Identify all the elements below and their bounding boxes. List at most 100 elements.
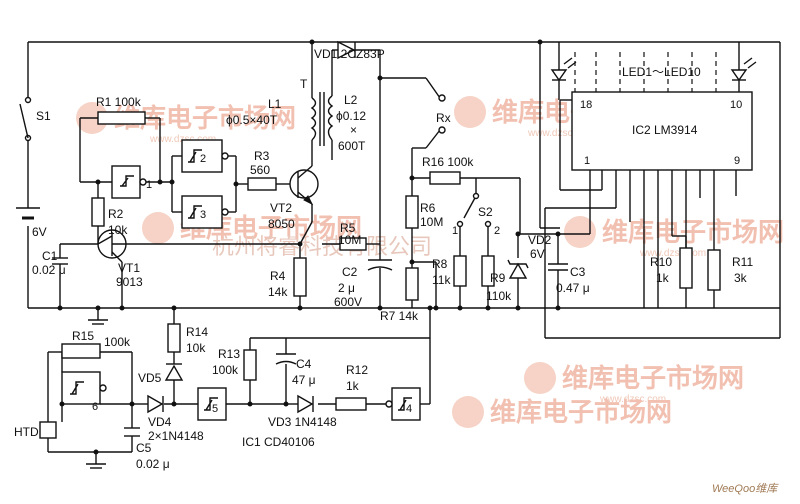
diode-vd3 xyxy=(297,394,314,414)
label-gate-3: 3 xyxy=(200,209,206,221)
label-c2: C2 xyxy=(342,265,358,279)
resistor-r2 xyxy=(91,197,105,227)
label-vd2: VD2 xyxy=(528,233,552,247)
label-vd4: VD4 xyxy=(148,415,172,429)
ic2-lm3914 xyxy=(571,91,753,171)
label-gate-5: 5 xyxy=(212,403,218,415)
label-r11: R11 xyxy=(732,255,753,269)
label-l2-value-3: 600T xyxy=(338,139,366,153)
diode-vd5 xyxy=(164,364,184,381)
label-r3-value: 560 xyxy=(250,163,270,177)
transformer-l1 xyxy=(310,97,317,141)
transformer-l2 xyxy=(327,95,334,141)
label-s2: S2 xyxy=(478,205,493,219)
label-vd1: VD1 2CZ83P xyxy=(314,47,385,61)
transistor-vt2 xyxy=(289,169,319,199)
label-r6: R6 xyxy=(420,201,436,215)
label-l2: L2 xyxy=(344,93,358,107)
label-r15-value: 100k xyxy=(104,335,131,349)
label-led: LED1～LED10 xyxy=(622,65,701,79)
label-r11-value: 3k xyxy=(734,271,748,285)
schmitt-gate-2 xyxy=(181,139,223,173)
label-c2-value-1: 2 μ xyxy=(338,281,355,295)
resistor-r10 xyxy=(679,247,693,289)
label-l2-value-2: × xyxy=(350,123,357,137)
label-gate-1: 1 xyxy=(146,179,152,191)
label-r2: R2 xyxy=(108,207,124,221)
resistor-r3 xyxy=(247,177,277,191)
label-r9: R9 xyxy=(490,271,506,285)
label-l1-value: ϕ0.5×40T xyxy=(226,113,278,127)
label-c2-value-2: 600V xyxy=(334,295,362,309)
label-pin-18: 18 xyxy=(580,99,592,111)
resistor-r7 xyxy=(405,267,419,301)
rx-terminal[interactable] xyxy=(438,94,446,102)
resistor-r15 xyxy=(61,343,101,359)
s1-switch-icon xyxy=(19,103,29,139)
watermark-layer: 维库电子市场网 www.dzsc.com 维库电子市场网 www.dzsc.co… xyxy=(76,96,784,495)
label-r16: R16 100k xyxy=(422,155,474,169)
labels: S1 6V R1 100k R2 10k C1 0.02 μ VT1 9013 … xyxy=(14,47,753,471)
watermark-logo-icon xyxy=(564,216,596,248)
label-c3: C3 xyxy=(570,265,586,279)
label-c4: C4 xyxy=(296,357,312,371)
label-t: T xyxy=(300,77,308,91)
label-r8: R8 xyxy=(432,257,448,271)
label-htd: HTD xyxy=(14,425,39,439)
label-s2-pos-2: 2 xyxy=(494,225,500,237)
label-r13-value: 100k xyxy=(212,363,239,377)
watermark-brand-4: 维库电子市场网 xyxy=(602,217,784,248)
resistor-r11 xyxy=(707,249,721,291)
label-r10-value: 1k xyxy=(656,271,670,285)
label-r14: R14 xyxy=(186,325,208,339)
label-vt2-value: 8050 xyxy=(268,217,295,231)
label-r5-value: 10M xyxy=(338,233,361,247)
led-icon xyxy=(730,69,748,82)
label-r15: R15 xyxy=(72,329,94,343)
label-r4: R4 xyxy=(270,269,286,283)
label-pin-9: 9 xyxy=(734,155,740,167)
label-c5: C5 xyxy=(136,441,152,455)
watermark-url-5: www.dzsc.com xyxy=(599,394,666,405)
label-c1-value: 0.02 μ xyxy=(32,263,66,277)
diode-vd1 xyxy=(337,40,356,60)
label-r6-value: 10M xyxy=(420,215,443,229)
label-c4-value: 47 μ xyxy=(292,373,316,387)
led-icon xyxy=(550,69,568,82)
s2-position-2[interactable] xyxy=(484,220,492,228)
label-r3: R3 xyxy=(254,149,270,163)
resistor-r8 xyxy=(453,255,467,287)
label-r13: R13 xyxy=(218,347,240,361)
resistor-r12 xyxy=(335,397,367,411)
schmitt-gate-4 xyxy=(391,387,421,421)
diode-vd4 xyxy=(147,394,164,414)
label-r1: R1 100k xyxy=(96,95,142,109)
label-c5-value: 0.02 μ xyxy=(136,457,170,471)
label-r4-value: 14k xyxy=(268,285,288,299)
s2-position-1[interactable] xyxy=(456,220,464,228)
label-r12: R12 xyxy=(346,363,368,377)
rx-terminal[interactable] xyxy=(438,126,446,134)
label-r14-value: 10k xyxy=(186,341,206,355)
s1-contact xyxy=(24,96,32,104)
label-r2-value: 10k xyxy=(108,223,128,237)
label-l2-value-1: ϕ0.12 xyxy=(336,109,366,123)
zener-vd2 xyxy=(508,262,528,279)
label-c1: C1 xyxy=(42,249,58,263)
label-pin-1: 1 xyxy=(584,155,590,167)
schmitt-gate-3 xyxy=(181,195,223,229)
label-r7: R7 14k xyxy=(380,309,419,323)
schmitt-gate-6 xyxy=(61,371,101,405)
label-r12-value: 1k xyxy=(346,379,360,393)
label-vd4-value: 2×1N4148 xyxy=(148,429,204,443)
watermark-logo-icon xyxy=(142,212,174,244)
label-r10: R10 xyxy=(650,255,672,269)
resistor-r14 xyxy=(167,323,181,353)
label-r9-value: 110k xyxy=(486,289,512,303)
label-gate-4: 4 xyxy=(406,403,412,415)
label-c3-value: 0.47 μ xyxy=(556,281,590,295)
label-vt1: VT1 xyxy=(118,261,140,275)
components xyxy=(16,39,757,455)
label-vd2-value: 6V xyxy=(530,247,545,261)
resistor-r16 xyxy=(429,171,461,185)
